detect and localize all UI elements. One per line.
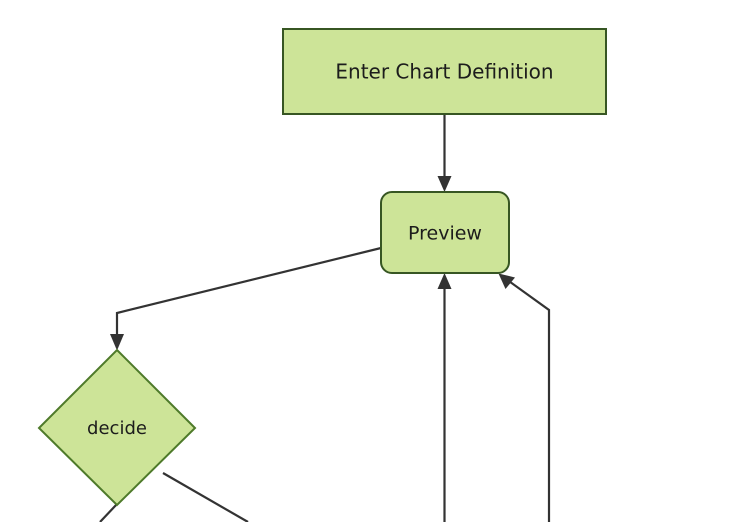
node-label-preview: Preview: [408, 223, 482, 245]
edge-offscreen-to-preview-right: [498, 273, 551, 522]
node-preview[interactable]: Preview: [380, 191, 510, 274]
edge-enter-to-preview: [437, 114, 452, 192]
edge-offscreen-to-preview-center: [437, 273, 452, 522]
node-rounded-rect[interactable]: [380, 191, 510, 274]
edge-line: [505, 278, 551, 522]
arrowhead-icon: [498, 273, 515, 289]
edge-decide-bottom-offscreen: [99, 503, 118, 522]
node-rect[interactable]: [282, 28, 607, 115]
edge-line: [99, 503, 118, 522]
node-diamond[interactable]: [37, 348, 197, 507]
arrowhead-icon: [437, 273, 452, 289]
edge-line: [115, 246, 382, 342]
node-label-decide: decide: [87, 418, 147, 439]
edge-preview-to-decide: [110, 246, 382, 351]
edge-line: [162, 472, 249, 522]
node-enter-chart-definition[interactable]: Enter Chart Definition: [282, 28, 607, 115]
arrowhead-icon: [437, 176, 452, 192]
node-label-enter-chart-definition: Enter Chart Definition: [335, 60, 553, 84]
edge-decide-right-offscreen: [162, 472, 249, 522]
arrowhead-icon: [110, 334, 124, 351]
node-decide[interactable]: decide: [37, 348, 197, 507]
